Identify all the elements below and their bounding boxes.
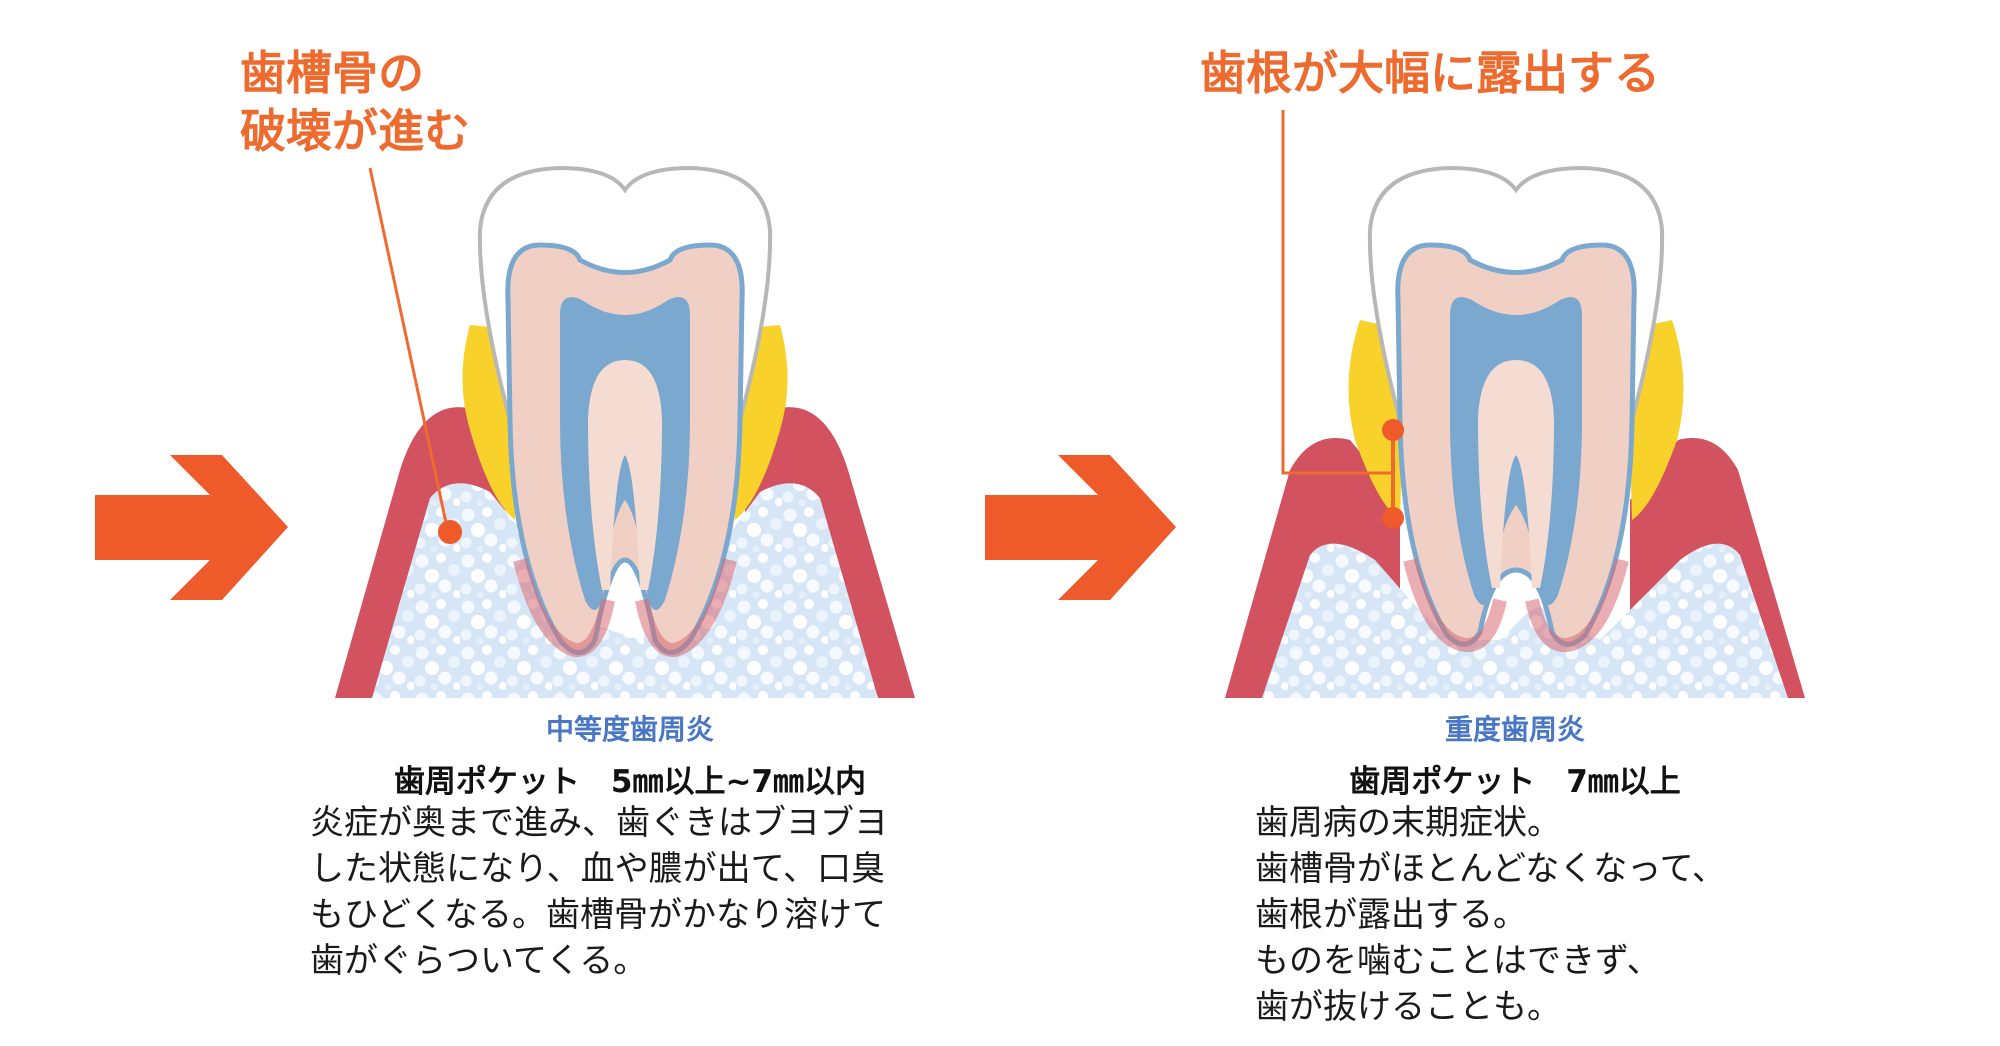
description-line: 歯槽骨がほとんどなくなって、 <box>1255 849 1726 889</box>
callout-dot <box>438 520 462 544</box>
root-canal <box>588 360 662 590</box>
description-line: もひどくなる。歯槽骨がかなり溶けて <box>310 895 886 935</box>
callout-line <box>1281 110 1393 475</box>
right-arrow-icon <box>95 455 288 600</box>
severe-title: 重度歯周炎 <box>1444 713 1585 746</box>
alveolar-bone <box>1262 543 1788 698</box>
moderate-callout: 歯槽骨の 破壊が進む <box>240 44 470 160</box>
description-line: 歯根が露出する。 <box>1255 895 1527 935</box>
description-line: ものを噛むことはできず、 <box>1255 941 1661 981</box>
callout-dot <box>1382 419 1404 441</box>
description-line: 歯周病の末期症状。 <box>1255 803 1561 843</box>
callout-line-1: 歯根が大幅に露出する <box>1200 46 1660 100</box>
callout-line <box>368 167 450 533</box>
right-arrow-icon <box>985 455 1176 600</box>
moderate-description: 炎症が奥まで進み、歯ぐきはブヨブヨ した状態になり、血や膿が出て、口臭 もひどく… <box>310 800 888 984</box>
severe-description: 歯周病の末期症状。 歯槽骨がほとんどなくなって、 歯根が露出する。 ものを噛むこ… <box>1255 800 1726 1030</box>
root-canal <box>1478 360 1554 588</box>
severe-pocket-depth: 歯周ポケット 7㎜以上 <box>1349 764 1681 800</box>
description-line: した状態になり、血や膿が出て、口臭 <box>310 849 885 889</box>
moderate-pocket-depth: 歯周ポケット 5㎜以上~7㎜以内 <box>393 764 867 800</box>
callout-dot <box>1382 507 1404 529</box>
inflamed-membrane <box>513 558 737 657</box>
description-line: 歯がぐらついてくる。 <box>310 941 648 981</box>
callout-line-2: 破壊が進む <box>240 104 470 158</box>
severe-callout: 歯根が大幅に露出する <box>1200 44 1660 102</box>
inflamed-membrane <box>1403 558 1629 653</box>
description-line: 炎症が奥まで進み、歯ぐきはブヨブヨ <box>310 803 888 843</box>
callout-line-1: 歯槽骨の <box>240 46 424 100</box>
severe-tooth-diagram <box>1225 110 1805 698</box>
alveolar-bone <box>372 483 878 698</box>
description-line: 歯が抜けることも。 <box>1255 987 1561 1027</box>
moderate-title: 中等度歯周炎 <box>545 713 714 746</box>
moderate-tooth-diagram <box>335 165 915 698</box>
